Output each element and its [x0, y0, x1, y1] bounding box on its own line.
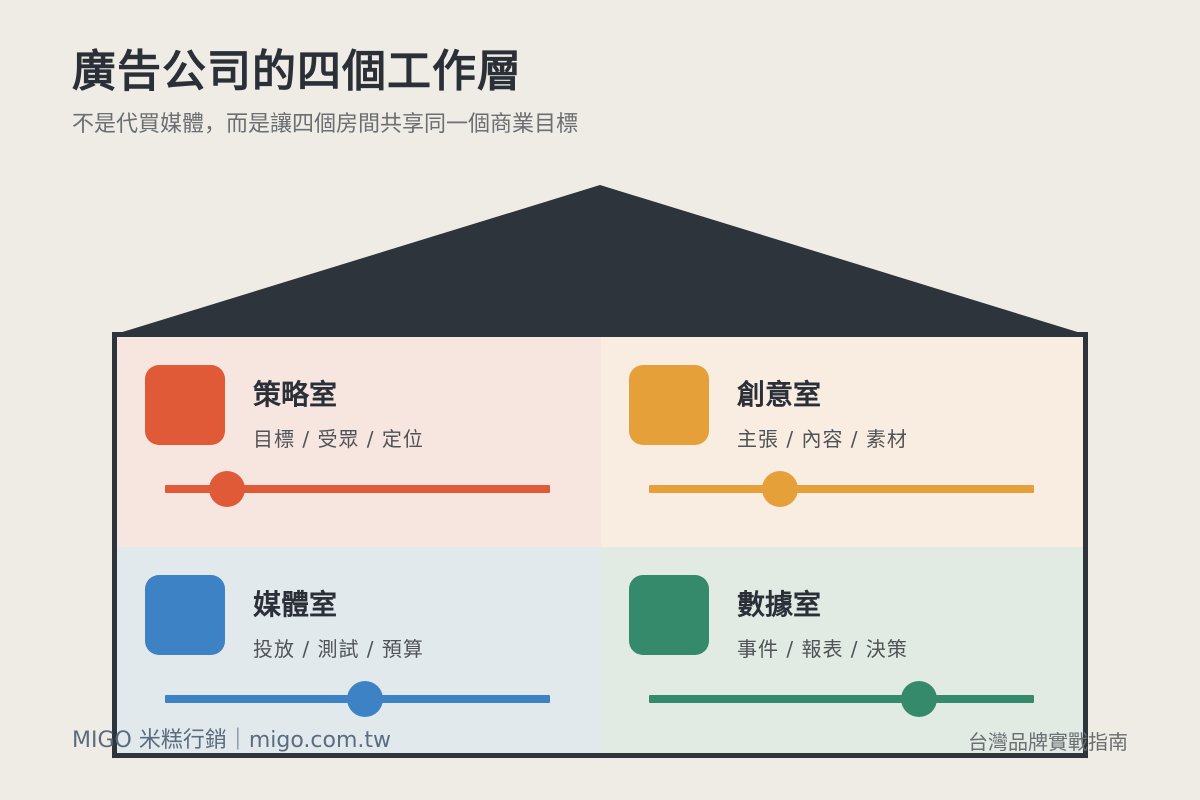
footer-brand: MIGO 米糕行銷｜migo.com.tw	[72, 728, 392, 753]
room-creative: 創意室 主張 / 內容 / 素材	[601, 337, 1083, 547]
media-color-square	[145, 575, 225, 655]
room-slider-knob[interactable]	[208, 471, 245, 507]
room-slider-track	[649, 485, 1034, 493]
house-roof	[116, 185, 1084, 334]
room-description: 目標 / 受眾 / 定位	[253, 427, 424, 451]
room-media: 媒體室 投放 / 測試 / 預算	[117, 547, 601, 753]
page-title: 廣告公司的四個工作層	[72, 46, 522, 97]
room-name: 數據室	[737, 588, 822, 621]
room-slider-track	[165, 485, 550, 493]
room-name: 策略室	[253, 378, 338, 411]
room-slider-knob[interactable]	[347, 681, 384, 717]
data-color-square	[629, 575, 709, 655]
room-slider-knob[interactable]	[761, 471, 798, 507]
footer-tagline: 台灣品牌實戰指南	[968, 730, 1128, 754]
page-subtitle: 不是代買媒體，而是讓四個房間共享同一個商業目標	[72, 112, 579, 137]
room-name: 創意室	[737, 378, 822, 411]
room-slider-track	[649, 695, 1034, 703]
room-strategy: 策略室 目標 / 受眾 / 定位	[117, 337, 601, 547]
room-description: 主張 / 內容 / 素材	[737, 427, 908, 451]
room-slider-knob[interactable]	[900, 681, 937, 717]
strategy-color-square	[145, 365, 225, 445]
house-frame: 策略室 目標 / 受眾 / 定位 創意室 主張 / 內容 / 素材 媒體室 投放…	[112, 332, 1088, 758]
creative-color-square	[629, 365, 709, 445]
room-name: 媒體室	[253, 588, 338, 621]
room-description: 事件 / 報表 / 決策	[737, 637, 908, 661]
room-description: 投放 / 測試 / 預算	[253, 637, 424, 661]
room-data: 數據室 事件 / 報表 / 決策	[601, 547, 1083, 753]
